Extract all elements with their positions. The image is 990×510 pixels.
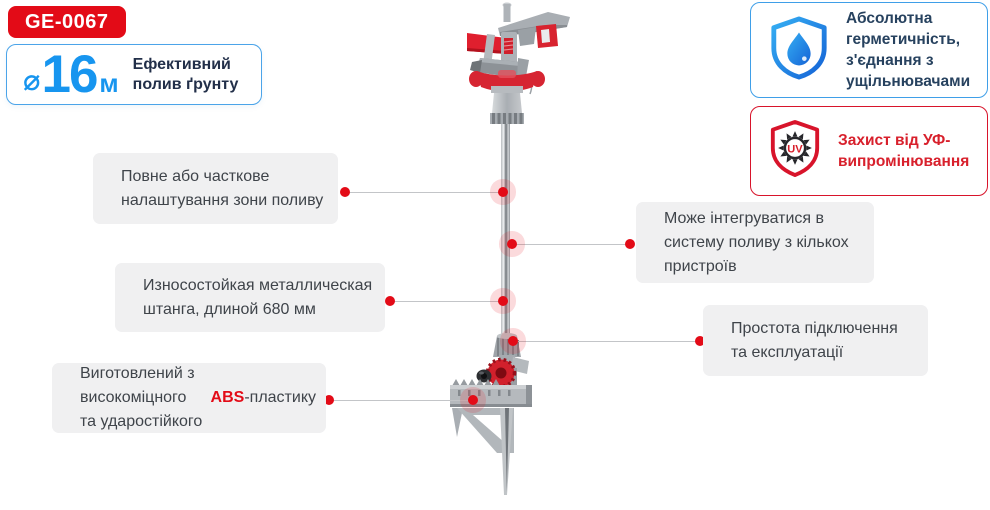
uv-icon-label: UV	[787, 143, 803, 155]
sprinkler-head	[467, 2, 570, 124]
callout-line-metal-rod	[390, 301, 503, 302]
abs-text-after: -пластику	[244, 389, 316, 406]
callout-line-abs-plastic	[329, 400, 473, 401]
hotspot-dot-metal-rod	[498, 296, 508, 306]
product-code-badge: GE-0067	[8, 6, 126, 38]
coverage-card: ⌀ 16 м Ефективний полив ґрунту	[6, 44, 262, 105]
callout-dot-easy-connect	[695, 336, 705, 346]
feature-text-sealing: Абсолютна герметичність, з'єднання з ущі…	[846, 10, 971, 90]
callout-card-zone-adjust: Повне або часткове налаштування зони пол…	[93, 153, 338, 224]
callout-line-zone-adjust	[345, 192, 503, 193]
callout-line-integration	[512, 244, 630, 245]
hotspot-dot-zone-adjust	[498, 187, 508, 197]
hotspot-dot-integration	[507, 239, 517, 249]
hotspot-dot-easy-connect	[508, 336, 518, 346]
callout-dot-zone-adjust	[340, 187, 350, 197]
feature-card-sealing: Абсолютна герметичність, з'єднання з ущі…	[750, 2, 988, 98]
feature-card-uv: UV Захист від УФ- випромінювання	[750, 106, 988, 196]
coverage-value: 16	[41, 45, 98, 104]
shield-drop-icon	[768, 14, 830, 87]
abs-text-before: Виготовлений з високоміцного та ударості…	[80, 365, 203, 430]
callout-card-easy-connect: Простота підключення та експлуатації	[703, 305, 928, 376]
metal-rod	[501, 122, 510, 342]
callout-card-abs-plastic: Виготовлений з високоміцного та ударості…	[52, 363, 326, 433]
callout-card-integration: Може інтегруватися в систему поливу з кі…	[636, 202, 874, 283]
diameter-symbol: ⌀	[23, 63, 41, 97]
spike-base	[450, 379, 532, 495]
callout-dot-metal-rod	[385, 296, 395, 306]
callout-dot-abs-plastic	[324, 395, 334, 405]
sprinkler-illustration	[450, 2, 570, 495]
callout-card-metal-rod: Износостойкая металлическая штанга, длин…	[115, 263, 385, 332]
coverage-unit: м	[99, 68, 119, 98]
hotspot-dot-abs-plastic	[468, 395, 478, 405]
feature-text-uv: Захист від УФ- випромінювання	[838, 132, 970, 170]
callout-line-easy-connect	[513, 341, 700, 342]
coverage-description: Ефективний полив ґрунту	[132, 55, 239, 93]
abs-highlight: ABS	[210, 389, 245, 406]
coverage-figure: ⌀ 16 м	[23, 48, 119, 101]
uv-shield-icon: UV	[768, 118, 822, 185]
callout-dot-integration	[625, 239, 635, 249]
